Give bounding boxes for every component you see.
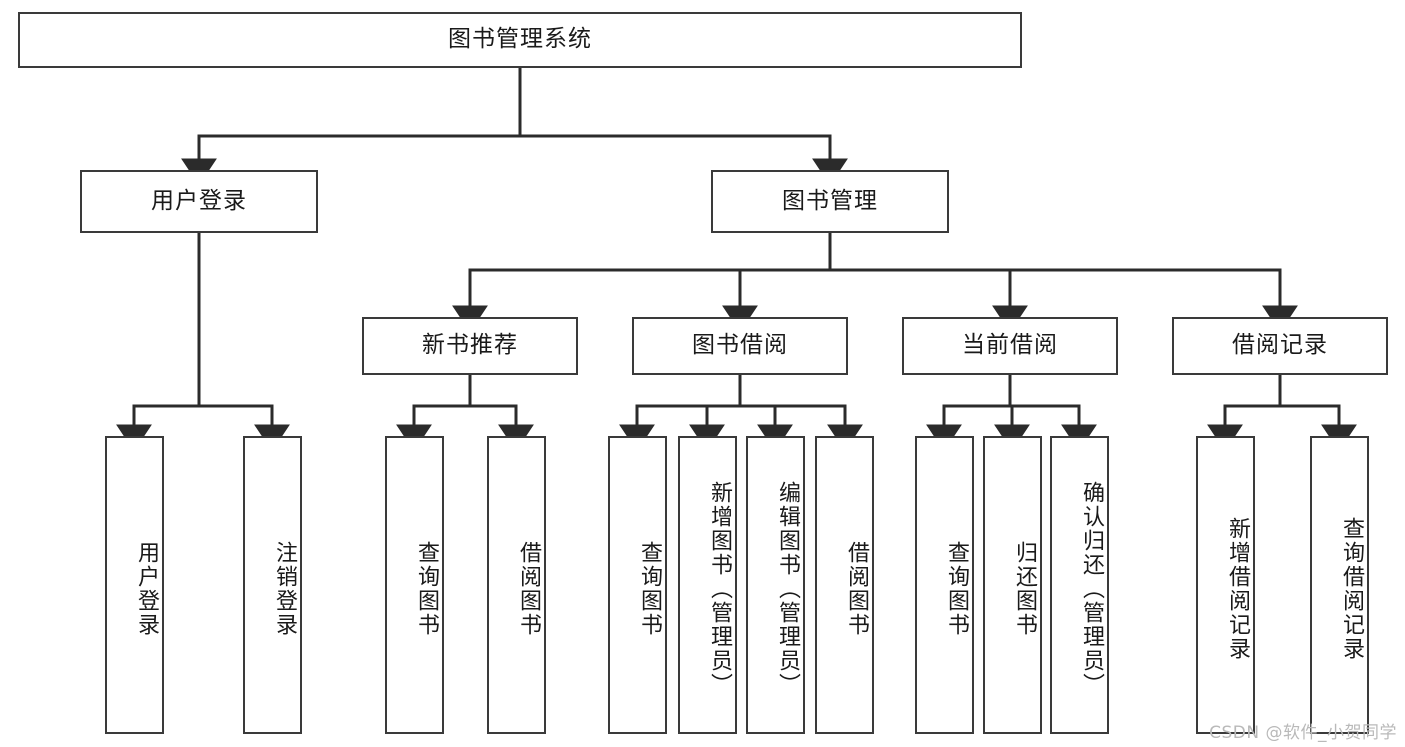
leaf-node[interactable]: 确认归还（管理员） — [1050, 436, 1109, 734]
leaf-node-label: 查询图书 — [944, 541, 969, 637]
leaf-node-label: 归还图书 — [1012, 541, 1037, 637]
leaf-node[interactable]: 查询图书 — [608, 436, 667, 734]
csdn-watermark: CSDN @软件_小贺同学 — [1209, 723, 1397, 743]
leaf-node-label: 确认归还（管理员） — [1079, 481, 1104, 697]
leaf-node[interactable]: 新增图书（管理员） — [678, 436, 737, 734]
leaf-node-label: 新增借阅记录 — [1225, 517, 1250, 661]
leaf-node[interactable]: 注销登录 — [243, 436, 302, 734]
leaf-node-label: 注销登录 — [272, 541, 297, 637]
node-user-login-label: 用户登录 — [151, 187, 247, 214]
node-book-management-label: 图书管理 — [782, 187, 878, 214]
node-new-book-recommend-label: 新书推荐 — [422, 332, 518, 359]
node-book-management[interactable]: 图书管理 — [711, 170, 949, 233]
node-root-label: 图书管理系统 — [448, 26, 592, 53]
node-current-borrow-label: 当前借阅 — [962, 332, 1058, 359]
node-user-login[interactable]: 用户登录 — [80, 170, 318, 233]
node-book-borrow[interactable]: 图书借阅 — [632, 317, 848, 375]
leaf-node[interactable]: 查询图书 — [915, 436, 974, 734]
node-borrow-records-label: 借阅记录 — [1232, 332, 1328, 359]
leaf-node-label: 借阅图书 — [844, 541, 869, 637]
leaf-node-label: 新增图书（管理员） — [707, 481, 732, 697]
leaf-node-label: 借阅图书 — [516, 541, 541, 637]
leaf-node-label: 查询借阅记录 — [1339, 517, 1364, 661]
leaf-node[interactable]: 查询借阅记录 — [1310, 436, 1369, 734]
leaf-node[interactable]: 借阅图书 — [815, 436, 874, 734]
node-new-book-recommend[interactable]: 新书推荐 — [362, 317, 578, 375]
leaf-node[interactable]: 用户登录 — [105, 436, 164, 734]
leaf-node[interactable]: 归还图书 — [983, 436, 1042, 734]
node-borrow-records[interactable]: 借阅记录 — [1172, 317, 1388, 375]
leaf-node[interactable]: 借阅图书 — [487, 436, 546, 734]
node-root[interactable]: 图书管理系统 — [18, 12, 1022, 68]
node-current-borrow[interactable]: 当前借阅 — [902, 317, 1118, 375]
leaf-node[interactable]: 查询图书 — [385, 436, 444, 734]
leaf-node[interactable]: 新增借阅记录 — [1196, 436, 1255, 734]
node-book-borrow-label: 图书借阅 — [692, 332, 788, 359]
leaf-node-label: 查询图书 — [637, 541, 662, 637]
leaf-node-label: 查询图书 — [414, 541, 439, 637]
leaf-node[interactable]: 编辑图书（管理员） — [746, 436, 805, 734]
leaf-node-label: 用户登录 — [134, 541, 159, 637]
leaf-node-label: 编辑图书（管理员） — [775, 481, 800, 697]
